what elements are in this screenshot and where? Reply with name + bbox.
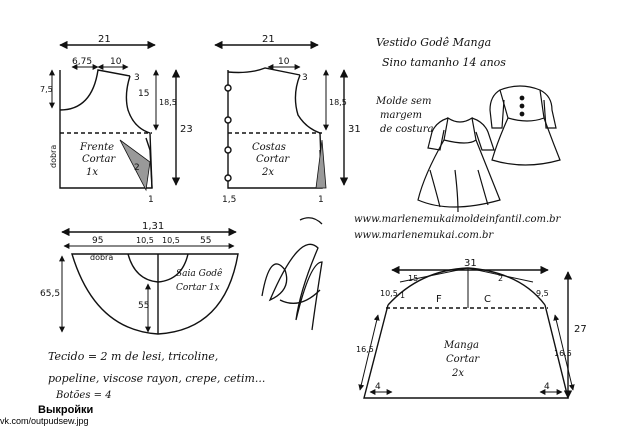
front-armhole-depth: 18,5 bbox=[159, 98, 177, 107]
front-fold: dobra bbox=[49, 145, 58, 168]
front-shoulder-drop: 3 bbox=[134, 73, 140, 83]
sleeve-bottom-right: 4 bbox=[544, 382, 550, 392]
skirt-piece bbox=[59, 227, 239, 335]
sleeve-label-3: 2x bbox=[451, 368, 464, 379]
front-width: 21 bbox=[98, 34, 111, 45]
sleeve-left-seam: 16,5 bbox=[356, 345, 374, 354]
url-2: www.marlenemukai.com.br bbox=[354, 230, 494, 241]
skirt-left: 95 bbox=[92, 236, 103, 246]
sleeve-part-c: C bbox=[484, 294, 491, 305]
back-shoulder-drop: 3 bbox=[302, 73, 308, 83]
back-width: 21 bbox=[262, 34, 275, 45]
skirt-labels: 1,31 95 10,5 10,5 55 dobra 65,5 55 Saia … bbox=[40, 221, 222, 311]
subtitle-line-3: de costura bbox=[380, 124, 433, 135]
sleeve-label-1: Manga bbox=[443, 340, 479, 351]
sleeve-part-f: F bbox=[436, 294, 442, 305]
back-bottom-right: 1 bbox=[318, 195, 324, 205]
sleeve-f1: 15 bbox=[408, 274, 418, 283]
skirt-width: 1,31 bbox=[142, 221, 164, 232]
sleeve-bottom-left: 4 bbox=[375, 382, 381, 392]
notes-line-2: popeline, viscose rayon, crepe, cetim... bbox=[48, 372, 265, 385]
notes-line-3: Botões = 4 bbox=[55, 390, 112, 401]
title-line-1: Vestido Godê Manga bbox=[376, 36, 491, 49]
website-links: www.marlenemukaimoldeinfantil.com.br www… bbox=[354, 214, 562, 241]
sleeve-label-2: Cortar bbox=[446, 354, 480, 365]
footer-url: vk.com/outpudsew.jpg bbox=[0, 416, 89, 426]
front-bodice-labels: 21 6,75 10 7,5 3 15 18,5 23 2 1 dobra Fr… bbox=[40, 34, 193, 205]
skirt-label-1: Saia Godê bbox=[176, 268, 222, 279]
skirt-w2: 10,5 bbox=[162, 236, 180, 245]
front-neck-drop: 7,5 bbox=[40, 85, 53, 94]
front-label-3: 1x bbox=[86, 167, 98, 178]
front-shoulder: 10 bbox=[110, 57, 122, 67]
sleeve-right-seam: 16,5 bbox=[554, 349, 572, 358]
skirt-inner: 55 bbox=[138, 301, 149, 311]
front-label-1: Frente bbox=[79, 142, 114, 153]
back-armhole-depth: 18,5 bbox=[329, 98, 347, 107]
front-dart: 2 bbox=[134, 163, 140, 173]
sleeve-h2: 9,5 bbox=[536, 289, 549, 298]
front-bodice-piece bbox=[49, 40, 181, 192]
signature bbox=[261, 217, 323, 331]
url-1: www.marlenemukaimoldeinfantil.com.br bbox=[354, 214, 562, 225]
back-label-1: Costas bbox=[252, 142, 286, 153]
title-line-2: Sino tamanho 14 anos bbox=[382, 56, 506, 69]
skirt-label-2: Cortar 1x bbox=[176, 283, 220, 293]
fabric-notes: Tecido = 2 m de lesi, tricoline, popelin… bbox=[48, 350, 265, 401]
sleeve-top: 1 bbox=[400, 291, 405, 300]
title-block: Vestido Godê Manga Sino tamanho 14 anos … bbox=[375, 36, 506, 135]
back-label-2: Cortar bbox=[256, 154, 290, 165]
back-bottom-left: 1,5 bbox=[222, 195, 236, 205]
sleeve-labels: 31 15 2 10,5 9,5 1 F C 16,5 16,5 27 4 4 … bbox=[356, 258, 587, 392]
skirt-height: 65,5 bbox=[40, 289, 60, 299]
front-armhole: 15 bbox=[138, 89, 149, 99]
sleeve-f2: 2 bbox=[498, 274, 503, 283]
dress-illustration bbox=[417, 85, 561, 213]
subtitle-line-1: Molde sem bbox=[375, 96, 432, 107]
skirt-w1: 10,5 bbox=[136, 236, 154, 245]
subtitle-line-2: margem bbox=[380, 110, 422, 121]
skirt-right: 55 bbox=[200, 236, 211, 246]
notes-line-1: Tecido = 2 m de lesi, tricoline, bbox=[48, 350, 218, 363]
sleeve-piece bbox=[358, 265, 575, 399]
back-bodice-piece bbox=[214, 40, 349, 189]
footer-title: Выкройки bbox=[38, 404, 94, 416]
skirt-fold: dobra bbox=[90, 253, 113, 262]
sleeve-height: 27 bbox=[574, 324, 587, 335]
front-neck-width: 6,75 bbox=[72, 57, 92, 67]
front-side: 1 bbox=[148, 195, 154, 205]
back-label-3: 2x bbox=[261, 167, 274, 178]
sleeve-h1: 10,5 bbox=[380, 289, 398, 298]
front-label-2: Cortar bbox=[82, 154, 116, 165]
back-length: 31 bbox=[348, 124, 361, 135]
front-length: 23 bbox=[180, 124, 193, 135]
back-shoulder: 10 bbox=[278, 57, 290, 67]
sleeve-width: 31 bbox=[464, 258, 477, 269]
back-bodice-labels: 21 10 3 18,5 31 1,5 1 Costas Cortar 2x bbox=[222, 34, 361, 205]
